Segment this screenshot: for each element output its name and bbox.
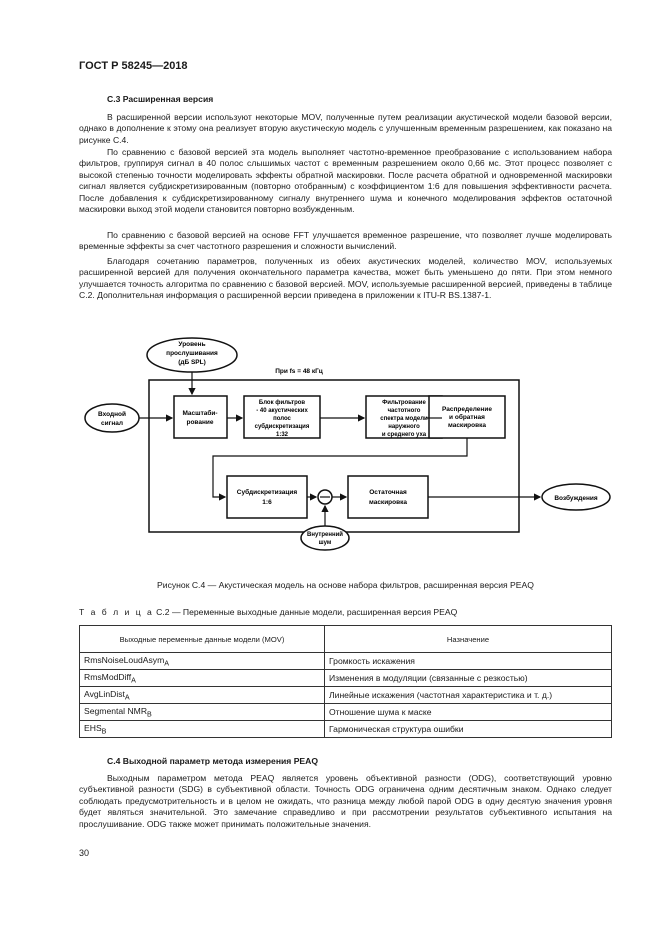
standard-header: ГОСТ Р 58245—2018 bbox=[79, 60, 188, 72]
svg-text:Субдискретизация: Субдискретизация bbox=[237, 488, 298, 496]
mov-name: RmsNoiseLoudAsymA bbox=[79, 652, 325, 670]
section-c3-title: С.3 Расширенная версия bbox=[107, 94, 214, 104]
page-number: 30 bbox=[79, 848, 90, 858]
mov-name: AvgLinDistA bbox=[79, 686, 325, 704]
svg-text:субдискретизация: субдискретизация bbox=[255, 423, 310, 430]
svg-text:частотного: частотного bbox=[388, 408, 421, 414]
scaling-box: Масштаби- рование bbox=[173, 395, 228, 439]
svg-text:Распределение: Распределение bbox=[442, 406, 492, 413]
mov-purpose: Гармоническая структура ошибки bbox=[324, 720, 612, 738]
sample-rate-label: При fs = 48 кГц bbox=[275, 368, 323, 375]
mov-name: Segmental NMRB bbox=[79, 703, 325, 721]
mov-purpose: Изменения в модуляции (связанные с резко… bbox=[324, 669, 612, 687]
c4-paragraph-1: Выходным параметром метода PEAQ является… bbox=[79, 773, 612, 829]
mov-purpose: Линейные искажения (частотная характерис… bbox=[324, 686, 612, 704]
section-c4-title: С.4 Выходной параметр метода измерения P… bbox=[107, 756, 319, 766]
svg-text:Входной: Входной bbox=[98, 410, 126, 418]
svg-text:Возбуждения: Возбуждения bbox=[554, 494, 598, 502]
table-row: EHSB Гармоническая структура ошибки bbox=[79, 720, 612, 738]
figure-caption: Рисунок С.4 — Акустическая модель на осн… bbox=[157, 580, 534, 590]
c3-paragraph-1: В расширенной версии используют некоторы… bbox=[79, 112, 612, 145]
svg-text:рование: рование bbox=[186, 419, 213, 426]
svg-text:прослушивания: прослушивания bbox=[166, 350, 218, 357]
svg-text:Уровень: Уровень bbox=[178, 341, 205, 348]
table-row: RmsModDiffA Изменения в модуляции (связа… bbox=[79, 669, 612, 687]
svg-text:Масштаби-: Масштаби- bbox=[182, 409, 217, 417]
mov-name: RmsModDiffA bbox=[79, 669, 325, 687]
svg-text:маскировка: маскировка bbox=[369, 499, 407, 506]
svg-text:и среднего уха: и среднего уха bbox=[382, 432, 427, 438]
column-header-mov: Выходные переменные данные модели (MOV) bbox=[79, 625, 325, 653]
c3-paragraph-4: Благодаря сочетанию параметров, полученн… bbox=[79, 256, 612, 301]
mov-purpose: Отношение шума к маске bbox=[324, 703, 612, 721]
c3-paragraph-2: По сравнению с базовой версией эта модел… bbox=[79, 147, 612, 215]
diagram-arrows bbox=[139, 372, 542, 526]
svg-text:(дБ SPL): (дБ SPL) bbox=[178, 359, 206, 366]
distribution-masking-box: Распределение и обратная маскировка bbox=[428, 395, 506, 439]
filterbank-box: Блок фильтров - 40 акустических полос су… bbox=[243, 395, 321, 439]
acoustic-model-diagram: Уровень прослушивания (дБ SPL) При fs = … bbox=[84, 337, 611, 551]
svg-text:и обратная: и обратная bbox=[449, 413, 485, 421]
mov-table: Выходные переменные данные модели (MOV) … bbox=[79, 625, 612, 738]
svg-text:сигнал: сигнал bbox=[101, 420, 123, 427]
input-signal-node: Входной сигнал bbox=[84, 403, 140, 433]
internal-noise-node: Внутренний шум bbox=[300, 525, 350, 551]
table-caption: Т а б л и ц а С.2 — Переменные выходные … bbox=[79, 607, 458, 617]
adder-node bbox=[317, 489, 333, 505]
svg-text:1:6: 1:6 bbox=[262, 499, 272, 506]
subsampling-box: Субдискретизация 1:6 bbox=[226, 475, 308, 519]
svg-text:наружного: наружного bbox=[388, 424, 420, 430]
svg-text:Блок фильтров: Блок фильтров bbox=[259, 399, 306, 406]
svg-text:спектра модели: спектра модели bbox=[380, 416, 428, 422]
mov-purpose: Громкость искажения bbox=[324, 652, 612, 670]
listening-level-node: Уровень прослушивания (дБ SPL) bbox=[146, 337, 238, 373]
column-header-purpose: Назначение bbox=[324, 625, 612, 653]
svg-text:полос: полос bbox=[273, 416, 291, 422]
table-header-row: Выходные переменные данные модели (MOV) … bbox=[79, 625, 612, 653]
mov-name: EHSB bbox=[79, 720, 325, 738]
svg-text:Внутренний: Внутренний bbox=[307, 531, 343, 538]
residual-masking-box: Остаточная маскировка bbox=[347, 475, 429, 519]
svg-text:1:32: 1:32 bbox=[276, 432, 289, 438]
c3-paragraph-3: По сравнению с базовой версией на основе… bbox=[79, 230, 612, 252]
svg-text:маскировка: маскировка bbox=[448, 422, 486, 429]
table-row: AvgLinDistA Линейные искажения (частотна… bbox=[79, 686, 612, 704]
excitation-node: Возбуждения bbox=[541, 483, 611, 511]
table-row: Segmental NMRB Отношение шума к маске bbox=[79, 703, 612, 721]
svg-text:Остаточная: Остаточная bbox=[369, 489, 407, 496]
table-row: RmsNoiseLoudAsymA Громкость искажения bbox=[79, 652, 612, 670]
svg-text:- 40 акустических: - 40 акустических bbox=[256, 408, 308, 414]
svg-text:Фильтрование: Фильтрование bbox=[382, 400, 426, 406]
svg-text:шум: шум bbox=[319, 540, 332, 546]
